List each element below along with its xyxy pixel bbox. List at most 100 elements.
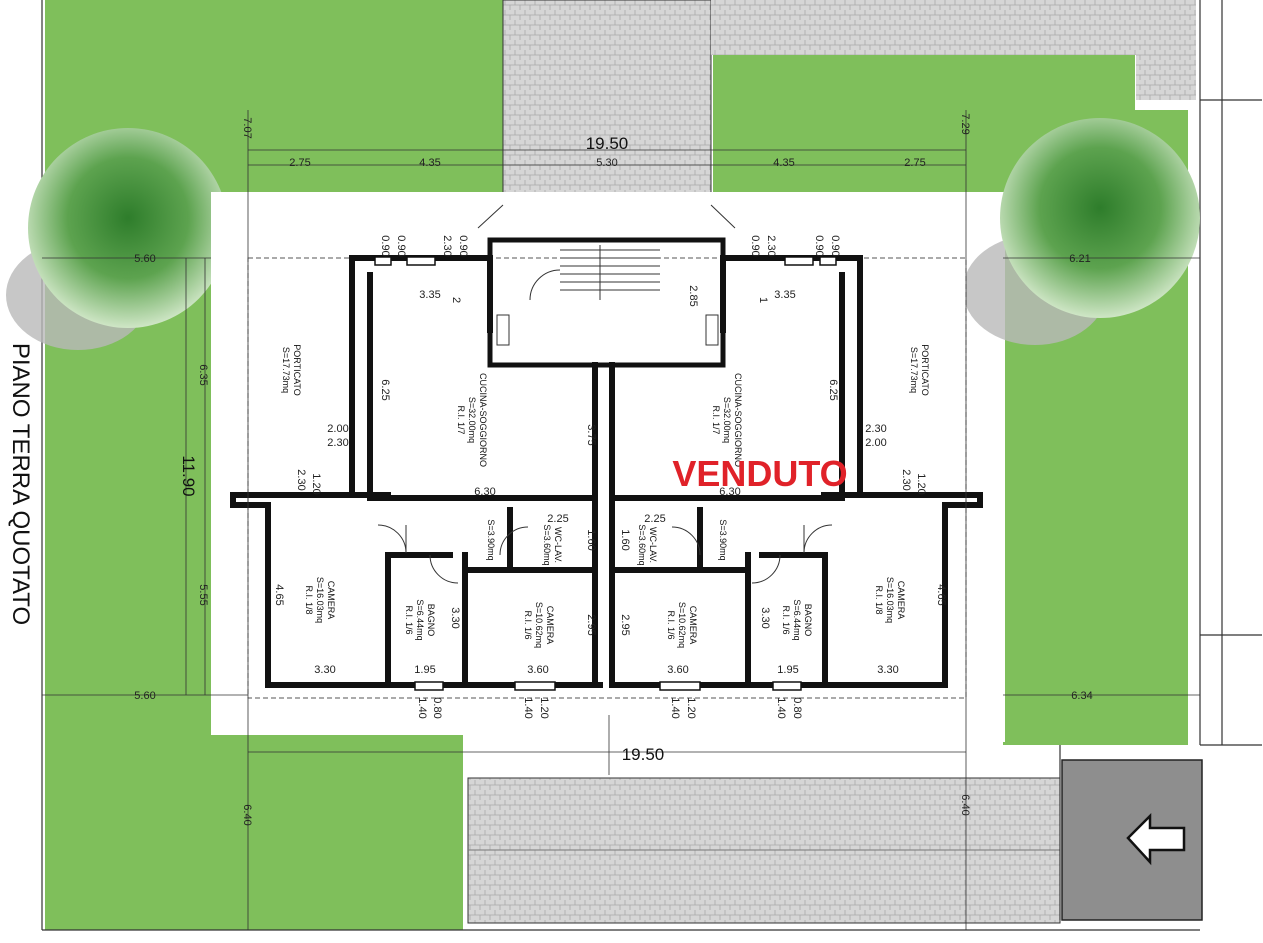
dim-l-465: 4.65: [273, 584, 285, 605]
dim-l-090a: 0.90: [379, 235, 391, 256]
dim-r-120: 1.20: [915, 473, 927, 494]
svg-text:S=10.62mq: S=10.62mq: [534, 602, 544, 648]
room-porticato-right: PORTICATO S=17.73mq: [909, 344, 930, 396]
dim-top-right-outer: 2.75: [904, 157, 925, 169]
dim-top-left-outer: 2.75: [289, 157, 310, 169]
dim-r-160: 1.60: [619, 529, 631, 550]
room-camera-right-big: CAMERA S=16.03mq R.I. 1/8: [874, 577, 906, 623]
dim-r-090c: 0.90: [749, 235, 761, 256]
dim-r-140b: 1.40: [669, 697, 681, 718]
dim-top-center: 5.30: [596, 157, 617, 169]
dim-c-285: 2.85: [687, 285, 699, 306]
svg-text:R.I. 1/6: R.I. 1/6: [404, 605, 414, 634]
dim-r-335: 3.35: [774, 289, 795, 301]
dim-r-225: 2.25: [644, 513, 665, 525]
dim-r-090a: 0.90: [813, 235, 825, 256]
dim-r-090b: 0.90: [829, 235, 841, 256]
dim-left-lower: 5.60: [134, 690, 155, 702]
svg-text:R.I. 1/8: R.I. 1/8: [874, 585, 884, 614]
svg-text:S=3.60mq: S=3.60mq: [542, 524, 552, 565]
svg-text:CAMERA: CAMERA: [326, 581, 336, 620]
svg-text:CAMERA: CAMERA: [896, 581, 906, 620]
walls: [230, 237, 983, 688]
dim-left-front: 6.40: [241, 804, 253, 825]
dim-r-140a: 1.40: [775, 697, 787, 718]
dim-l-120: 1.20: [310, 473, 322, 494]
dim-r-120b: 1.20: [685, 697, 697, 718]
dim-l-080: 0.80: [431, 697, 443, 718]
dim-l-090c: 0.90: [457, 235, 469, 256]
dim-l-375: 3.75: [585, 424, 597, 445]
room-porticato-left: PORTICATO S=17.73mq: [281, 344, 302, 396]
unit-label-left: 2: [450, 297, 462, 303]
svg-text:PORTICATO: PORTICATO: [292, 344, 302, 396]
dim-r-295: 2.95: [619, 614, 631, 635]
dim-r-080: 0.80: [791, 697, 803, 718]
plan-title: PIANO TERRA QUOTATO: [7, 342, 34, 626]
tree-right-icon: [963, 118, 1200, 345]
dim-l-140b: 1.40: [522, 697, 534, 718]
dim-l-120b: 1.20: [538, 697, 550, 718]
dim-l-330: 3.30: [314, 664, 335, 676]
svg-text:R.I. 1/7: R.I. 1/7: [711, 405, 721, 434]
room-camera-right-small: CAMERA S=10.62mq R.I. 1/6: [666, 602, 698, 648]
svg-text:S=17.73mq: S=17.73mq: [281, 347, 291, 393]
dim-l-625: 6.25: [379, 379, 391, 400]
svg-text:CUCINA-SOGGIORNO: CUCINA-SOGGIORNO: [733, 373, 743, 467]
dim-top-left-inner: 4.35: [419, 157, 440, 169]
staircase: [496, 245, 719, 346]
driveway: [1061, 759, 1203, 921]
dim-l-630: 6.30: [474, 486, 495, 498]
unit-label-right: 1: [757, 297, 769, 303]
dim-lower-depth: 5.55: [197, 584, 209, 605]
dim-l-230b: 2.30: [295, 469, 307, 490]
room-bagno-right: BAGNO S=6.44mq R.I. 1/6: [781, 599, 813, 640]
overall-width-bottom: 19.50: [622, 745, 665, 764]
svg-text:PORTICATO: PORTICATO: [920, 344, 930, 396]
svg-text:WC-LAV.: WC-LAV.: [648, 527, 658, 563]
room-cucina-left: CUCINA-SOGGIORNO S=32.00mq R.I. 1/7: [456, 373, 488, 467]
dim-r-465: 4.65: [935, 584, 947, 605]
svg-text:S=17.73mq: S=17.73mq: [909, 347, 919, 393]
svg-text:S=16.03mq: S=16.03mq: [315, 577, 325, 623]
svg-text:S=32.00mq: S=32.00mq: [722, 397, 732, 443]
dim-right-garden: 6.21: [1069, 253, 1090, 265]
dim-r-195: 1.95: [777, 664, 798, 676]
sold-stamp: VENDUTO: [672, 453, 847, 494]
room-dis-right: S=3.90mq: [718, 519, 728, 560]
room-bagno-left: BAGNO S=6.44mq R.I. 1/6: [404, 599, 436, 640]
overall-depth: 11.90: [179, 455, 198, 496]
room-camera-left-big: CAMERA S=16.03mq R.I. 1/8: [304, 577, 336, 623]
room-dis-left: S=3.90mq: [486, 519, 496, 560]
dim-r-630: 6.30: [719, 486, 740, 498]
svg-text:R.I. 1/7: R.I. 1/7: [456, 405, 466, 434]
entrance-arrow-icon: [1126, 812, 1186, 866]
dim-l-295: 2.95: [585, 614, 597, 635]
svg-text:CAMERA: CAMERA: [688, 606, 698, 645]
dim-right-front: 6.40: [959, 794, 971, 815]
dim-l-140a: 1.40: [416, 697, 428, 718]
dim-l-230: 2.30: [327, 437, 348, 449]
dim-l-335: 3.35: [419, 289, 440, 301]
svg-text:WC-LAV.: WC-LAV.: [553, 527, 563, 563]
dim-l-330b: 3.30: [449, 607, 461, 628]
paved-areas: [467, 0, 1196, 924]
room-wc-left: WC-LAV. S=3.60mq: [542, 524, 563, 565]
windows: [374, 256, 837, 691]
svg-text:R.I. 1/6: R.I. 1/6: [666, 610, 676, 639]
svg-text:S=32.00mq: S=32.00mq: [467, 397, 477, 443]
room-cucina-right: CUCINA-SOGGIORNO S=32.00mq R.I. 1/7: [711, 373, 743, 467]
dim-r-230: 2.30: [865, 423, 886, 435]
house-footprint: [211, 192, 967, 735]
svg-text:S=16.03mq: S=16.03mq: [885, 577, 895, 623]
room-wc-right: WC-LAV. S=3.60mq: [637, 524, 658, 565]
dim-l-225: 2.25: [547, 513, 568, 525]
dim-r-330b: 3.30: [759, 607, 771, 628]
dimension-lines: [42, 110, 1200, 930]
dim-right-setback: 7.29: [959, 113, 971, 134]
room-camera-left-small: CAMERA S=10.62mq R.I. 1/6: [523, 602, 555, 648]
lot-boundary: [41, 0, 1262, 931]
svg-text:R.I. 1/6: R.I. 1/6: [523, 610, 533, 639]
